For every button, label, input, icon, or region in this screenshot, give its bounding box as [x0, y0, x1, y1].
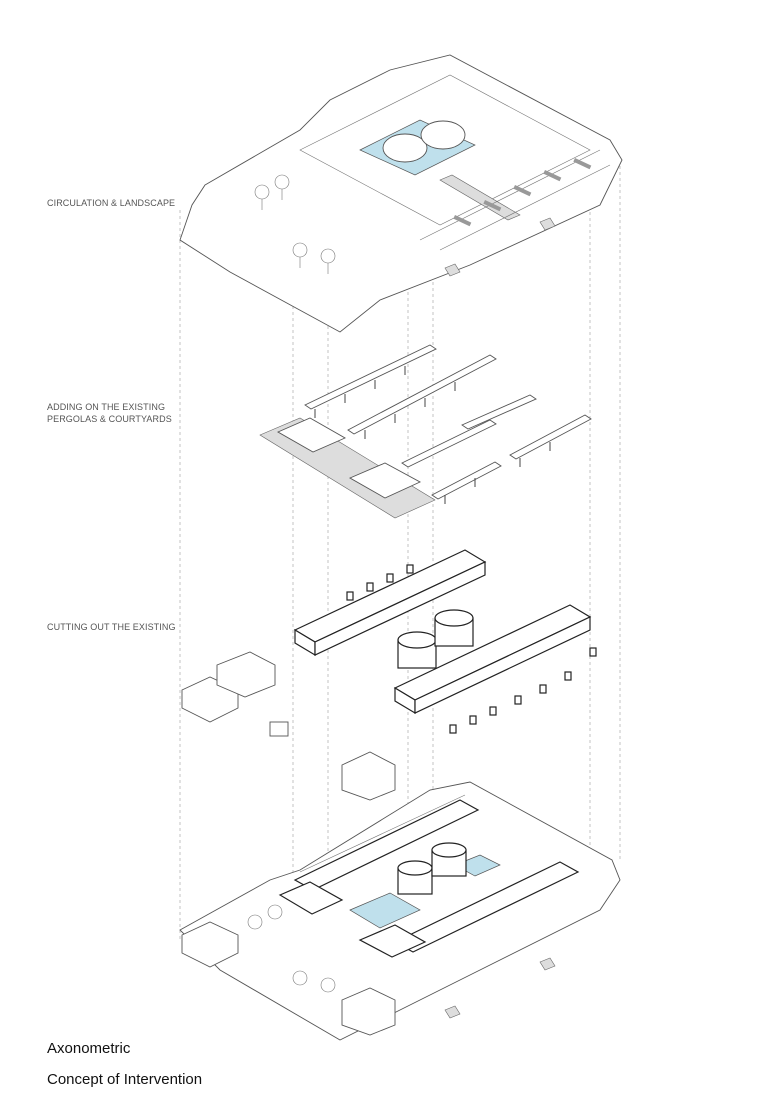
tree-icons [254, 174, 336, 274]
layer-label-pergolas-line1: Adding on the existing [47, 402, 166, 412]
layer-label-cutting: Cutting out the existing [47, 622, 176, 632]
layer-cutting-out [181, 549, 597, 801]
caption-title: Axonometric [47, 1040, 131, 1057]
layer-label-circulation: Circulation & Landscape [47, 198, 176, 208]
caption-subtitle: Concept of Intervention [47, 1071, 203, 1088]
layer-circulation-landscape [179, 54, 623, 333]
layer-pergolas-courtyards [259, 344, 592, 519]
layer-label-pergolas-line2: Pergolas & Courtyards [47, 414, 172, 424]
silo [397, 609, 474, 669]
layer-final-composite [179, 781, 621, 1041]
